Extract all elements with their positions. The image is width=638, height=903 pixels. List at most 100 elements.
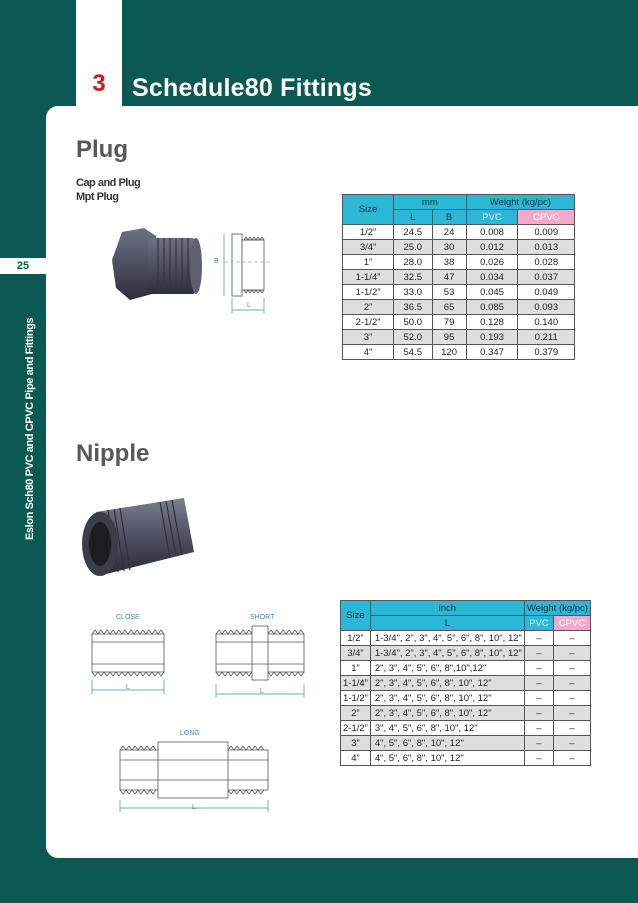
cell-size: 1”	[342, 254, 394, 270]
col-cpvc: CPVC	[552, 615, 591, 631]
cell-pvc: 0.347	[465, 344, 519, 360]
cell-cpvc: –	[552, 660, 591, 676]
cell-size: 1/2”	[342, 224, 394, 240]
side-vertical-title: Eslon Sch80 PVC and CPVC Pipe and Fittin…	[24, 317, 36, 540]
cell-size: 4”	[342, 344, 394, 360]
nipple-spec-table: Size inch Weight (kg/pc) L PVC CPVC 1/2”…	[340, 600, 591, 766]
cell-b: 79	[431, 314, 467, 330]
cell-pvc: –	[523, 645, 554, 661]
cell-size: 2”	[340, 705, 371, 721]
cell-l: 1-3/4", 2", 3", 4", 5", 6", 8", 10", 12"	[369, 645, 525, 661]
col-b: B	[431, 209, 467, 225]
cell-pvc: 0.034	[465, 269, 519, 285]
table-row: 1/2”1-3/4", 2", 3", 4", 5", 6", 8", 10",…	[340, 630, 591, 646]
col-size: Size	[342, 194, 394, 225]
cell-b: 38	[431, 254, 467, 270]
cell-cpvc: 0.037	[517, 269, 575, 285]
cell-b: 47	[431, 269, 467, 285]
cell-cpvc: 0.013	[517, 239, 575, 255]
cell-cpvc: 0.009	[517, 224, 575, 240]
table-row: 2-1/2”3", 4", 5", 6", 8", 10", 12"––	[340, 720, 591, 736]
col-weight: Weight (kg/pc)	[465, 194, 576, 210]
cell-pvc: –	[523, 735, 554, 751]
close-nipple-drawing	[91, 629, 165, 694]
cell-b: 65	[431, 299, 467, 315]
page-number: 25	[0, 258, 46, 274]
short-label: SHORT	[250, 614, 275, 621]
col-weight: Weight (kg/pc)	[523, 600, 591, 616]
col-mm: mm	[393, 194, 467, 210]
page-title: Schedule80 Fittings	[132, 74, 372, 102]
cell-l: 3", 4", 5", 6", 8", 10", 12"	[369, 720, 525, 736]
cell-l: 25.0	[393, 239, 433, 255]
cell-pvc: –	[523, 690, 554, 706]
cell-pvc: –	[523, 630, 554, 646]
cell-size: 1-1/2”	[340, 690, 371, 706]
plug-subtitle-line1: Cap and Plug	[76, 177, 141, 189]
cell-pvc: –	[523, 720, 554, 736]
cell-size: 4”	[340, 750, 371, 766]
cell-pvc: –	[523, 705, 554, 721]
cell-cpvc: –	[552, 705, 591, 721]
long-label: LONG	[180, 730, 200, 737]
cell-pvc: 0.128	[465, 314, 519, 330]
cell-l: 50.0	[393, 314, 433, 330]
cell-size: 1/2”	[340, 630, 371, 646]
cell-size: 1”	[340, 660, 371, 676]
cell-pvc: –	[523, 750, 554, 766]
cell-cpvc: –	[552, 675, 591, 691]
plug-spec-table: Size mm Weight (kg/pc) L B PVC CPVC 1/2”…	[342, 194, 576, 360]
cell-l: 54.5	[393, 344, 433, 360]
plug-drawing	[223, 233, 270, 314]
col-cpvc: CPVC	[517, 209, 575, 225]
cell-size: 2”	[342, 299, 394, 315]
long-dim-l-label: L	[192, 804, 196, 811]
cell-l: 2", 3", 4", 5", 6", 8", 10", 12"	[369, 705, 525, 721]
cell-l: 2", 3", 4", 5", 6", 8", 10", 12"	[369, 675, 525, 691]
cell-size: 1-1/2”	[342, 284, 394, 300]
table-row: 4”4", 5", 6", 8", 10", 12"––	[340, 750, 591, 766]
cell-pvc: –	[523, 675, 554, 691]
chapter-number: 3	[92, 70, 106, 97]
cell-l: 32.5	[393, 269, 433, 285]
plug-heading: Plug	[76, 136, 128, 163]
cell-size: 1-1/4”	[342, 269, 394, 285]
cell-size: 2-1/2”	[340, 720, 371, 736]
col-size: Size	[340, 600, 371, 631]
cell-cpvc: 0.140	[517, 314, 575, 330]
cell-l: 28.0	[393, 254, 433, 270]
short-nipple-drawing	[215, 625, 305, 698]
cell-pvc: 0.045	[465, 284, 519, 300]
cell-b: 95	[431, 329, 467, 345]
cell-l: 2", 3", 4", 5", 6", 8", 10", 12"	[369, 690, 525, 706]
col-l: L	[369, 615, 525, 631]
cell-size: 3”	[340, 735, 371, 751]
col-pvc: PVC	[523, 615, 554, 631]
cell-pvc: 0.026	[465, 254, 519, 270]
cell-l: 2", 3", 4", 5", 6", 8",10",12"	[369, 660, 525, 676]
table-row: 2”2", 3", 4", 5", 6", 8", 10", 12"––	[340, 705, 591, 721]
cell-b: 53	[431, 284, 467, 300]
cell-cpvc: 0.211	[517, 329, 575, 345]
cell-l: 4", 5", 6", 8", 10", 12"	[369, 735, 525, 751]
cell-l: 36.5	[393, 299, 433, 315]
cell-cpvc: 0.093	[517, 299, 575, 315]
cell-pvc: –	[523, 660, 554, 676]
col-inch: inch	[369, 600, 525, 616]
cell-size: 3”	[342, 329, 394, 345]
cell-pvc: 0.085	[465, 299, 519, 315]
table-row: 3/4”1-3/4", 2", 3", 4", 5", 6", 8", 10",…	[340, 645, 591, 661]
cell-cpvc: –	[552, 735, 591, 751]
cell-cpvc: 0.028	[517, 254, 575, 270]
col-pvc: PVC	[465, 209, 519, 225]
cell-cpvc: –	[552, 645, 591, 661]
cell-size: 3/4”	[340, 645, 371, 661]
cell-cpvc: –	[552, 630, 591, 646]
cell-pvc: 0.012	[465, 239, 519, 255]
long-nipple-drawing	[119, 741, 269, 812]
